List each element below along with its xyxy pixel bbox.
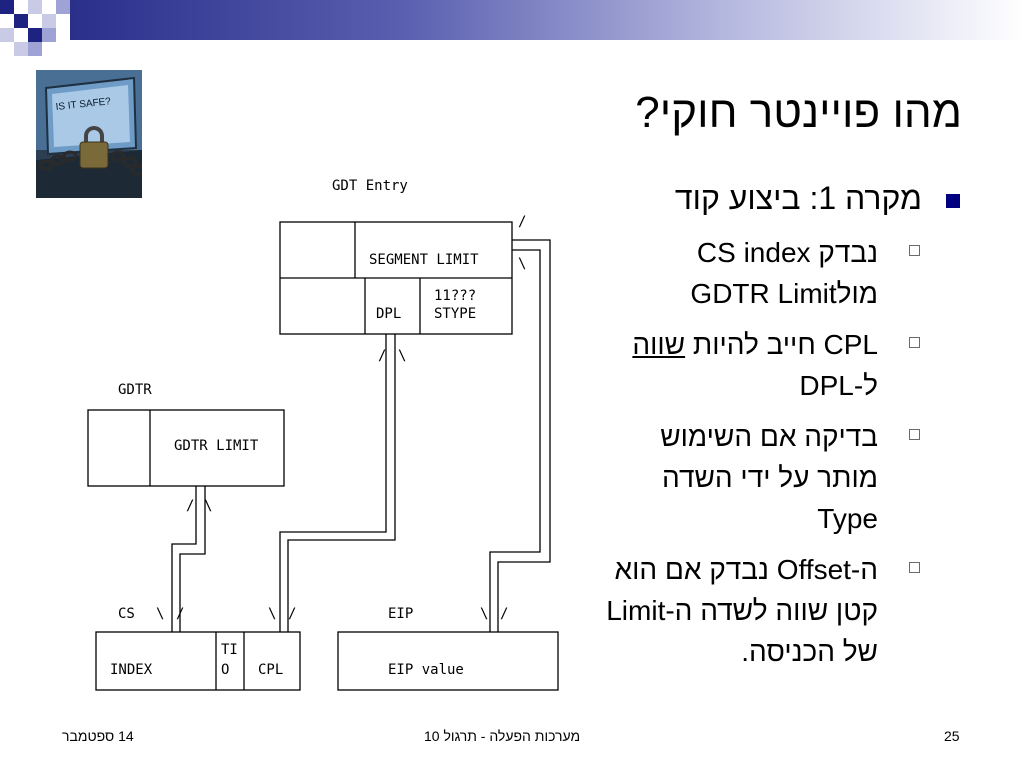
ti-field-bottom: O <box>221 662 229 678</box>
stype-bits: 11??? <box>434 288 476 304</box>
slash-mark: / <box>500 606 508 622</box>
deco-square <box>14 28 28 42</box>
sub-bullet: נבדק CS index מולGDTR Limit <box>602 232 920 314</box>
hollow-square-bullet-icon <box>909 429 920 440</box>
header-gradient-bar <box>70 0 1024 40</box>
stype-field: STYPE <box>434 306 476 322</box>
sub-bullet-text-part: ל-DPL <box>799 370 878 401</box>
eip-label: EIP <box>388 606 413 622</box>
backslash-mark: \ <box>398 348 406 364</box>
gdt-entry-label: GDT Entry <box>332 178 408 194</box>
cpl-field: CPL <box>258 662 283 678</box>
hollow-square-bullet-icon <box>909 245 920 256</box>
cs-label: CS <box>118 606 135 622</box>
sub-bullet-text: נבדק CS index מולGDTR Limit <box>690 237 878 309</box>
main-bullet-text: מקרה 1: ביצוע קוד <box>674 180 922 216</box>
deco-square <box>28 28 42 42</box>
dpl-field: DPL <box>376 306 401 322</box>
deco-square <box>14 42 28 56</box>
backslash-mark: \ <box>204 498 212 514</box>
sub-bullet: בדיקה אם השימוש מותר על ידי השדה Type <box>602 416 920 539</box>
slash-mark: / <box>378 348 386 364</box>
deco-square <box>42 42 56 56</box>
square-bullet-icon <box>946 194 960 208</box>
deco-square <box>28 0 42 14</box>
deco-square <box>14 0 28 14</box>
sub-bullet-text-part: CPL חייב להיות <box>685 329 878 360</box>
slash-mark: / <box>176 606 184 622</box>
hollow-square-bullet-icon <box>909 562 920 573</box>
deco-square <box>56 0 70 14</box>
backslash-mark: \ <box>156 606 164 622</box>
deco-square <box>0 28 14 42</box>
slide-title: מהו פויינטר חוקי? <box>635 88 962 137</box>
ti-field-top: TI <box>221 642 238 658</box>
backslash-mark: \ <box>518 256 526 272</box>
index-field: INDEX <box>110 662 153 678</box>
segment-limit-field: SEGMENT LIMIT <box>369 252 479 268</box>
sub-bullet-underlined-word: שווה <box>632 329 686 360</box>
footer-course: מערכות הפעלה - תרגול 10 <box>424 728 581 744</box>
gdtr-label: GDTR <box>118 382 152 398</box>
footer-date: 14 ספטמבר <box>62 728 134 744</box>
deco-square <box>28 42 42 56</box>
sub-bullet: CPL חייב להיות שווה ל-DPL <box>602 324 920 406</box>
hollow-square-bullet-icon <box>909 337 920 348</box>
deco-square <box>42 0 56 14</box>
security-photo: IS IT SAFE? <box>36 70 142 198</box>
slash-mark: / <box>518 214 526 230</box>
deco-square <box>14 14 28 28</box>
main-bullet: מקרה 1: ביצוע קוד <box>560 178 960 218</box>
deco-square <box>0 14 14 28</box>
backslash-mark: \ <box>480 606 488 622</box>
eip-value-field: EIP value <box>388 662 464 678</box>
gdtr-limit-field: GDTR LIMIT <box>174 438 259 454</box>
sub-bullet-text: ה-Offset נבדק אם הוא קטן שווה לשדה ה-Lim… <box>606 554 878 667</box>
slash-mark: / <box>288 606 296 622</box>
sub-bullet-text: בדיקה אם השימוש מותר על ידי השדה Type <box>660 421 878 534</box>
deco-square <box>28 14 42 28</box>
deco-square <box>42 14 56 28</box>
deco-square <box>0 0 14 14</box>
deco-square <box>42 28 56 42</box>
sub-bullet: ה-Offset נבדק אם הוא קטן שווה לשדה ה-Lim… <box>602 549 920 672</box>
bullet-list: מקרה 1: ביצוע קוד נבדק CS index מולGDTR … <box>560 178 960 672</box>
page-number: 25 <box>944 728 960 744</box>
slash-mark: / <box>186 498 194 514</box>
diagram-lines <box>87 221 559 691</box>
backslash-mark: \ <box>268 606 276 622</box>
